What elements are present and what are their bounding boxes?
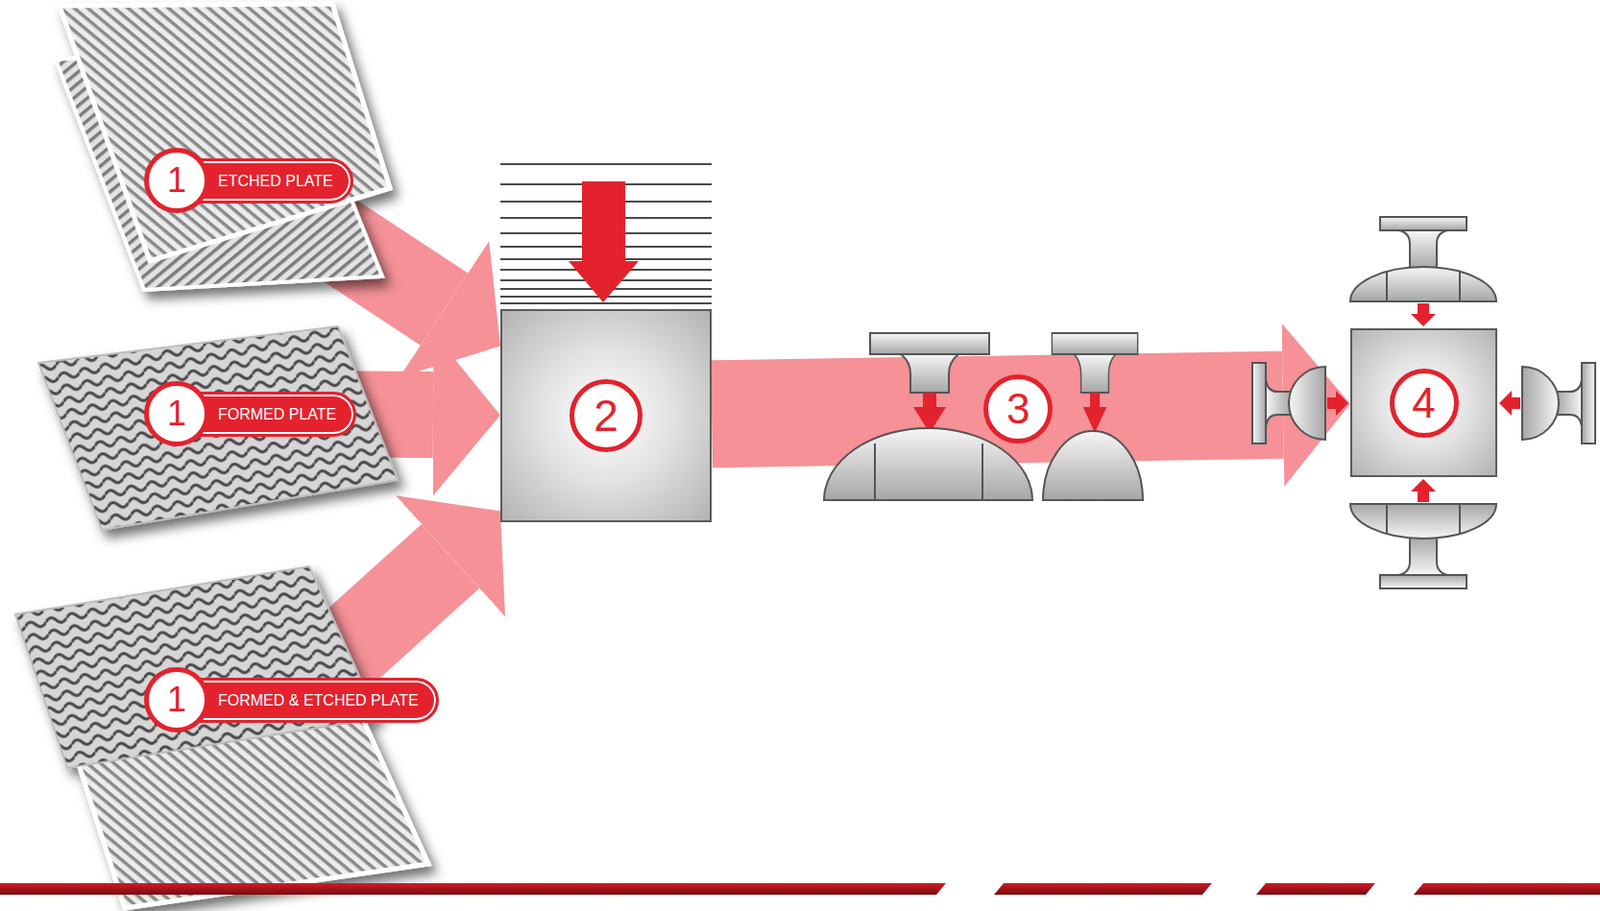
plate-label: ETCHED PLATE	[186, 158, 354, 204]
callout-number: 1	[144, 147, 210, 214]
plate-callout: 1FORMED & ETCHED PLATE	[144, 667, 439, 733]
process-box: 2	[500, 309, 712, 523]
process-box: 4	[1350, 328, 1498, 478]
plate-callout: 1FORMED PLATE	[144, 381, 357, 447]
plate-label: FORMED PLATE	[186, 391, 357, 437]
footer-stripe	[0, 883, 1600, 896]
callout-number: 3	[983, 374, 1053, 444]
callout-number: 4	[1389, 368, 1459, 438]
callout-number: 2	[569, 379, 643, 453]
formed-plate	[38, 326, 398, 531]
callout-number: 1	[144, 381, 210, 447]
plate-stack	[500, 164, 712, 304]
formed-etched-plate	[15, 566, 429, 909]
plate-label: FORMED & ETCHED PLATE	[186, 678, 439, 724]
etched-plate	[55, 3, 390, 291]
callout-number: 1	[144, 667, 210, 733]
die-tooling	[824, 333, 1143, 501]
clamp-tooling	[1252, 217, 1596, 589]
press-arrow	[568, 181, 639, 303]
plate-callout: 1ETCHED PLATE	[144, 147, 354, 214]
